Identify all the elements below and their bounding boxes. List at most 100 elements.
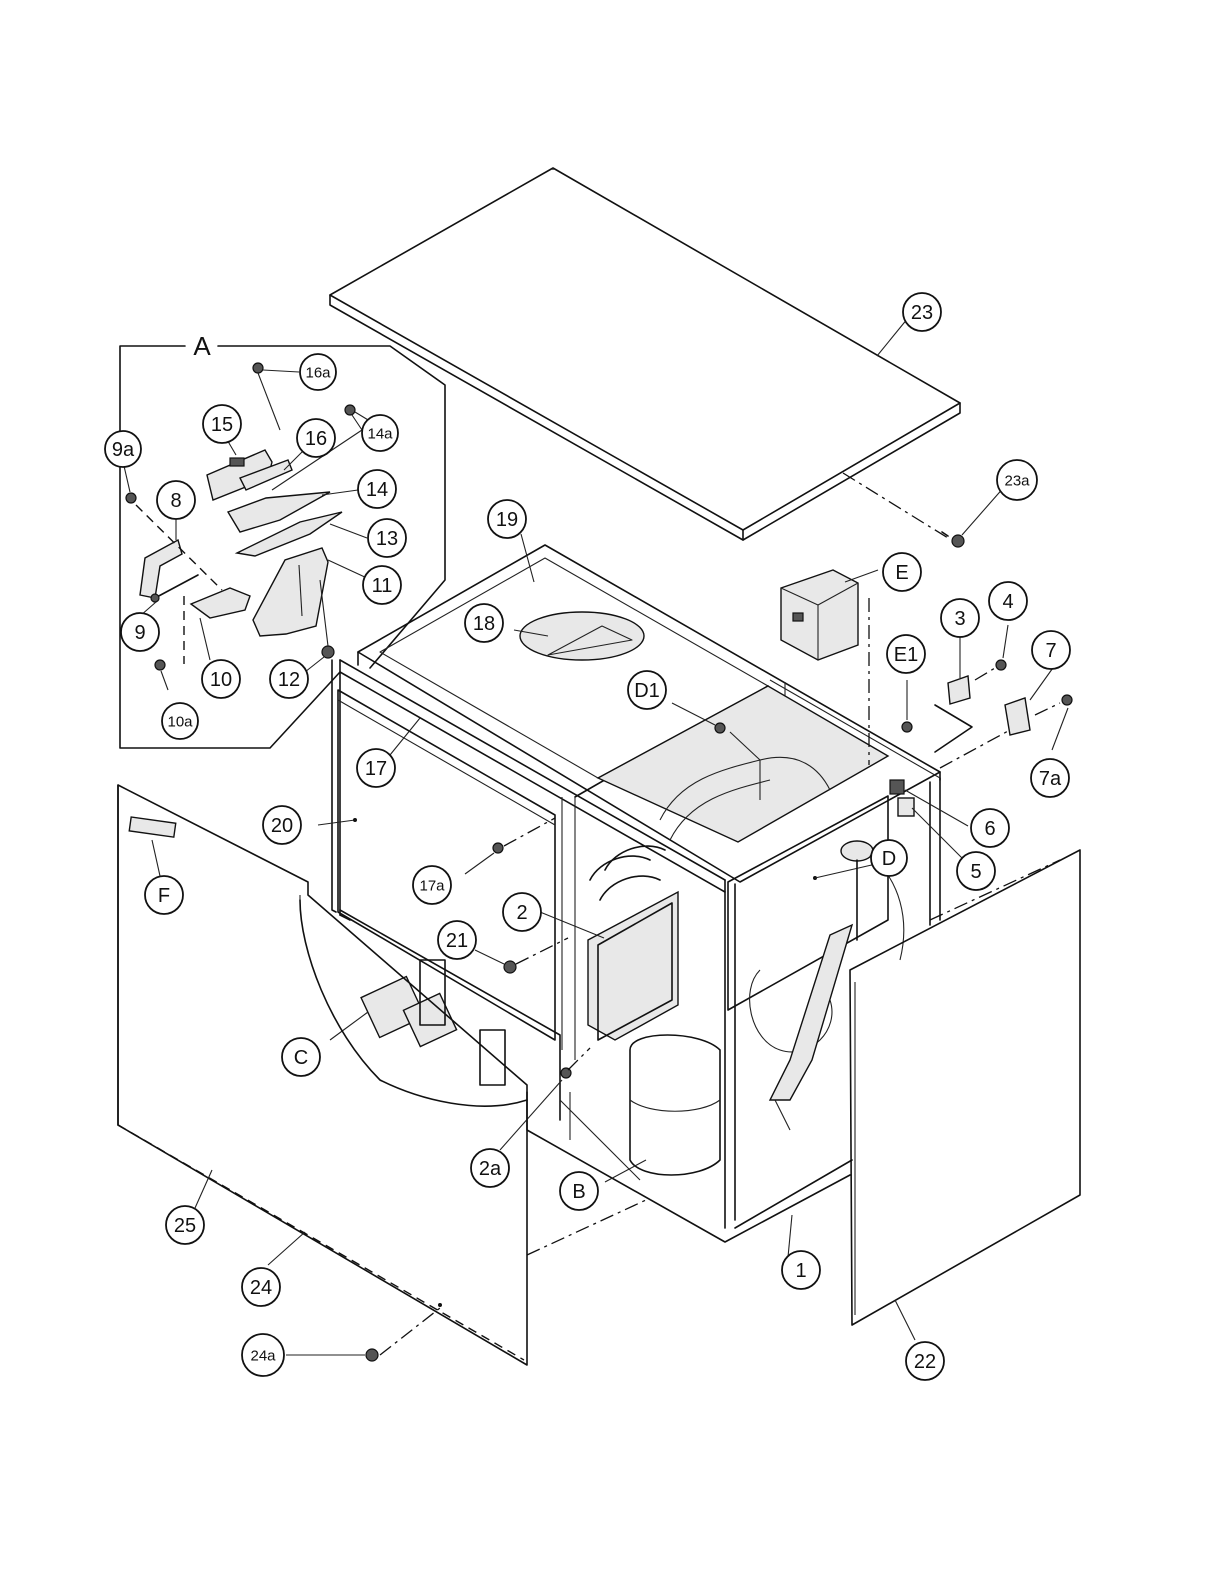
top-cover-19 <box>514 534 644 660</box>
callout-e: E <box>883 553 921 591</box>
callout-text: 2 <box>516 902 527 924</box>
callout-text: 14 <box>366 479 388 501</box>
callout-text: E1 <box>894 644 918 666</box>
pump-motor <box>330 960 505 1085</box>
callout-8: 8 <box>157 481 195 519</box>
callout-10: 10 <box>202 660 240 698</box>
callout-text: 8 <box>170 490 181 512</box>
callout-text: 25 <box>174 1215 196 1237</box>
callout-text: C <box>294 1047 308 1069</box>
top-panel <box>330 168 960 540</box>
screw-23a <box>942 532 964 547</box>
callout-text: 18 <box>473 613 495 635</box>
callout-text: 24a <box>250 1348 276 1365</box>
callout-2a: 2a <box>471 1149 509 1187</box>
drain-trough <box>770 925 852 1130</box>
plate-2 <box>540 892 678 1040</box>
callout-text: 13 <box>376 528 398 550</box>
top-panel-leaders <box>843 318 1005 538</box>
group-label-a: A <box>188 331 216 361</box>
callout-10a: 10a <box>162 703 198 739</box>
callout-text: 17a <box>419 878 445 895</box>
callout-text: 24 <box>250 1277 272 1299</box>
callout-c: C <box>282 1038 320 1076</box>
callout-text: 9a <box>112 439 135 461</box>
callout-5: 5 <box>957 852 995 890</box>
callout-text: 16a <box>305 365 331 382</box>
callout-24a: 24a <box>242 1334 284 1376</box>
callout-text: B <box>572 1181 585 1203</box>
callout-9: 9 <box>121 613 159 651</box>
callout-text: D <box>882 848 896 870</box>
callout-text: 20 <box>271 815 293 837</box>
callout-11: 11 <box>363 566 401 604</box>
callout-12: 12 <box>270 660 308 698</box>
callout-text: D1 <box>634 680 660 702</box>
callout-16a: 16a <box>300 354 336 390</box>
callout-1: 1 <box>782 1251 820 1289</box>
callout-text: F <box>158 885 170 907</box>
callout-14: 14 <box>358 470 396 508</box>
callout-d: D <box>871 840 907 876</box>
callout-7: 7 <box>1032 631 1070 669</box>
front-panel-20 <box>318 690 555 1040</box>
callout-24: 24 <box>242 1268 280 1306</box>
callout-23: 23 <box>903 293 941 331</box>
callout-text: E <box>895 562 908 584</box>
screw-e1 <box>902 680 912 732</box>
callout-text: 10a <box>167 714 193 731</box>
callout-3: 3 <box>941 599 979 637</box>
callout-text: 3 <box>954 608 965 630</box>
callout-text: 4 <box>1002 591 1013 613</box>
callout-7a: 7a <box>1031 759 1069 797</box>
callout-text: 5 <box>970 861 981 883</box>
callout-17a: 17a <box>413 866 451 904</box>
callout-text: 22 <box>914 1351 936 1373</box>
svg-text:A: A <box>193 331 211 361</box>
callout-14a: 14a <box>362 415 398 451</box>
callout-9a: 9a <box>105 431 141 467</box>
callout-2: 2 <box>503 893 541 931</box>
screw-21 <box>475 938 568 973</box>
callout-text: 23a <box>1004 473 1030 490</box>
callout-text: 10 <box>210 669 232 691</box>
callout-19: 19 <box>488 500 526 538</box>
leader-1 <box>788 1215 792 1257</box>
callout-13: 13 <box>368 519 406 557</box>
callout-16: 16 <box>297 419 335 457</box>
callout-text: 21 <box>446 930 468 952</box>
callout-22: 22 <box>906 1342 944 1380</box>
callout-f: F <box>145 876 183 914</box>
callout-text: 9 <box>134 622 145 644</box>
callout-text: 1 <box>795 1260 806 1282</box>
callout-23a: 23a <box>997 460 1037 500</box>
callout-text: 16 <box>305 428 327 450</box>
callout-text: 2a <box>479 1158 502 1180</box>
callout-text: 6 <box>984 818 995 840</box>
callout-text: 14a <box>367 426 393 443</box>
callout-6: 6 <box>971 809 1009 847</box>
screw-17a <box>465 818 555 874</box>
left-side-panel <box>118 785 527 1365</box>
callout-e1: E1 <box>887 635 925 673</box>
callout-25: 25 <box>166 1206 204 1244</box>
group-a-parts <box>124 363 382 690</box>
callout-text: 23 <box>911 302 933 324</box>
screw-2a <box>500 1048 590 1150</box>
callout-d1: D1 <box>628 671 666 709</box>
callout-text: 17 <box>365 758 387 780</box>
callout-20: 20 <box>263 806 301 844</box>
callout-18: 18 <box>465 604 503 642</box>
callout-17: 17 <box>357 749 395 787</box>
callout-text: 15 <box>211 414 233 436</box>
callout-text: 19 <box>496 509 518 531</box>
callout-21: 21 <box>438 921 476 959</box>
callout-b: B <box>560 1172 598 1210</box>
callout-text: 12 <box>278 669 300 691</box>
callout-text: 7 <box>1045 640 1056 662</box>
callout-text: 7a <box>1039 768 1062 790</box>
callout-text: 11 <box>372 575 393 597</box>
right-side-panel <box>850 850 1080 1340</box>
callout-15: 15 <box>203 405 241 443</box>
